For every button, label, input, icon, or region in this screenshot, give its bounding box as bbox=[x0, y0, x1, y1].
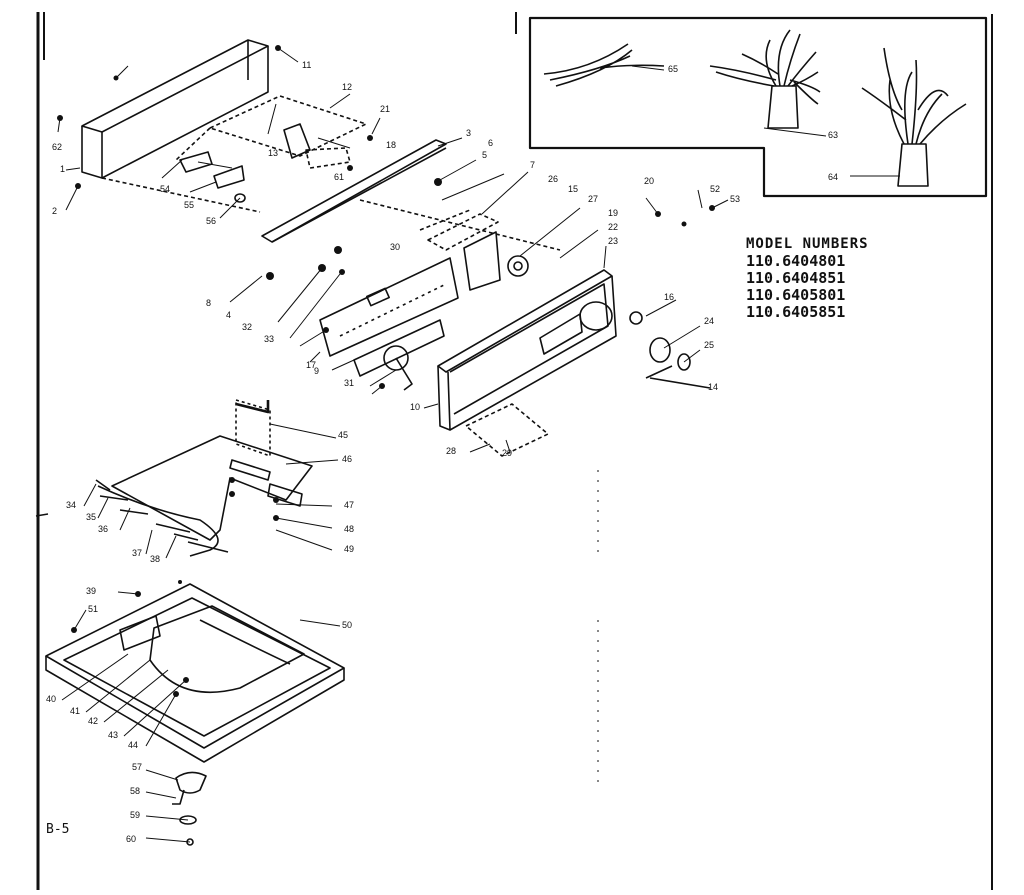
knob-24 bbox=[649, 337, 671, 363]
wire-harness-64 bbox=[861, 47, 967, 187]
callout-10: 10 bbox=[410, 402, 420, 412]
bracket-outline-12 bbox=[209, 95, 367, 157]
callout-14: 14 bbox=[708, 382, 718, 392]
console-rear-panel bbox=[81, 39, 269, 179]
callout-59: 59 bbox=[130, 810, 140, 820]
callout-61: 61 bbox=[334, 172, 344, 182]
agitator-parts bbox=[172, 771, 207, 846]
callout-30: 30 bbox=[390, 242, 400, 252]
callout-4: 4 bbox=[226, 310, 231, 320]
callout-65: 65 bbox=[668, 64, 678, 74]
callout-3: 3 bbox=[466, 128, 471, 138]
callout-34: 34 bbox=[66, 500, 76, 510]
callout-32: 32 bbox=[242, 322, 252, 332]
callout-38: 38 bbox=[150, 554, 160, 564]
callout-63: 63 bbox=[828, 130, 838, 140]
callout-21: 21 bbox=[380, 104, 390, 114]
callout-45: 45 bbox=[338, 430, 348, 440]
callout-43: 43 bbox=[108, 730, 118, 740]
knob-25 bbox=[677, 353, 691, 371]
callout-13: 13 bbox=[268, 148, 278, 158]
part-55 bbox=[213, 165, 245, 189]
callout-24: 24 bbox=[704, 316, 714, 326]
callout-8: 8 bbox=[206, 298, 211, 308]
callout-54: 54 bbox=[160, 184, 170, 194]
wire-harness-65 bbox=[543, 43, 665, 87]
callout-60: 60 bbox=[126, 834, 136, 844]
control-panel-9 bbox=[319, 257, 459, 357]
part-56 bbox=[234, 193, 246, 203]
callout-44: 44 bbox=[128, 740, 138, 750]
bracket-outline-28 bbox=[465, 403, 549, 457]
callout-64: 64 bbox=[828, 172, 838, 182]
callout-40: 40 bbox=[46, 694, 56, 704]
tub-top-50 bbox=[45, 583, 345, 763]
callout-56: 56 bbox=[206, 216, 216, 226]
callout-17: 17 bbox=[306, 360, 316, 370]
callout-15: 15 bbox=[568, 184, 578, 194]
callout-51: 51 bbox=[88, 604, 98, 614]
callout-47: 47 bbox=[344, 500, 354, 510]
timer-bracket-15 bbox=[463, 231, 501, 291]
callout-50: 50 bbox=[342, 620, 352, 630]
callout-1: 1 bbox=[60, 164, 65, 174]
plate-label: B-5 bbox=[46, 822, 70, 837]
panel-17 bbox=[353, 319, 445, 377]
callout-23: 23 bbox=[608, 236, 618, 246]
callout-58: 58 bbox=[130, 786, 140, 796]
callout-41: 41 bbox=[70, 706, 80, 716]
callout-57: 57 bbox=[132, 762, 142, 772]
callout-46: 46 bbox=[342, 454, 352, 464]
callout-22: 22 bbox=[608, 222, 618, 232]
model-numbers-block: MODEL NUMBERS 110.6404801 110.6404851 11… bbox=[746, 236, 916, 321]
callout-35: 35 bbox=[86, 512, 96, 522]
callout-48: 48 bbox=[344, 524, 354, 534]
console-front-housing-23 bbox=[437, 269, 617, 431]
callout-12: 12 bbox=[342, 82, 352, 92]
callout-11: 11 bbox=[302, 60, 311, 70]
callout-26: 26 bbox=[548, 174, 558, 184]
callout-49: 49 bbox=[344, 544, 354, 554]
model-number: 110.6404801 bbox=[746, 252, 846, 270]
callout-5: 5 bbox=[482, 150, 487, 160]
callout-29: 29 bbox=[502, 448, 512, 458]
wire-harness-63 bbox=[709, 29, 821, 129]
callout-9: 9 bbox=[314, 366, 319, 376]
callout-42: 42 bbox=[88, 716, 98, 726]
callout-25: 25 bbox=[704, 340, 714, 350]
callout-62: 62 bbox=[52, 142, 62, 152]
callout-16: 16 bbox=[664, 292, 674, 302]
top-lid-assembly bbox=[97, 399, 313, 557]
part-16 bbox=[629, 311, 643, 325]
callout-37: 37 bbox=[132, 548, 142, 558]
callout-33: 33 bbox=[264, 334, 274, 344]
model-number: 110.6404851 bbox=[746, 269, 846, 287]
callout-2: 2 bbox=[52, 206, 57, 216]
callout-20: 20 bbox=[644, 176, 654, 186]
rail-3 bbox=[261, 139, 447, 243]
callout-53: 53 bbox=[730, 194, 740, 204]
timer-27 bbox=[507, 255, 529, 277]
model-numbers-heading: MODEL NUMBERS bbox=[746, 236, 869, 252]
model-number: 110.6405801 bbox=[746, 286, 846, 304]
callout-19: 19 bbox=[608, 208, 618, 218]
model-number: 110.6405851 bbox=[746, 303, 846, 321]
callout-6: 6 bbox=[488, 138, 493, 148]
timer-bracket-26 bbox=[427, 213, 499, 251]
callout-55: 55 bbox=[184, 200, 194, 210]
harness-inset-box bbox=[528, 16, 988, 198]
callout-28: 28 bbox=[446, 446, 456, 456]
callout-7: 7 bbox=[530, 160, 535, 170]
callout-18: 18 bbox=[386, 140, 396, 150]
callout-52: 52 bbox=[710, 184, 720, 194]
callout-31: 31 bbox=[344, 378, 354, 388]
callout-27: 27 bbox=[588, 194, 598, 204]
callout-36: 36 bbox=[98, 524, 108, 534]
part-54 bbox=[179, 151, 213, 173]
callout-39: 39 bbox=[86, 586, 96, 596]
callout-labels: 1234567891011121314151617181920212223242… bbox=[46, 60, 838, 844]
